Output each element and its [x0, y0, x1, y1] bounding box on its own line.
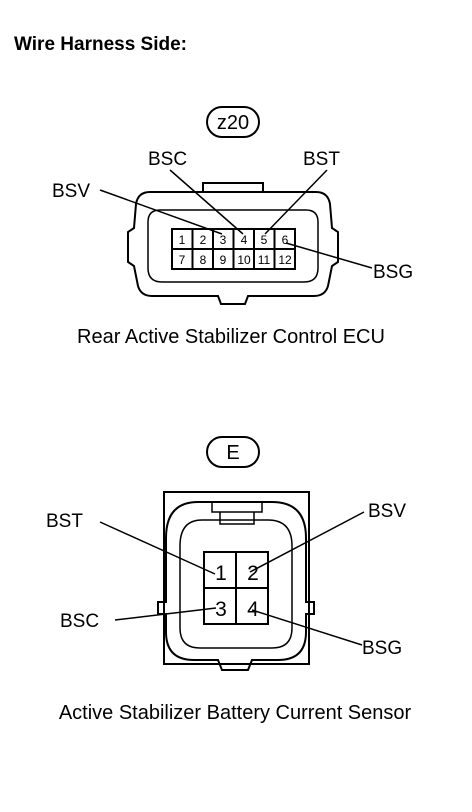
connector-code-bubble	[206, 436, 260, 468]
pin-grid-columns	[191, 229, 276, 269]
leader-line-bst	[264, 169, 328, 235]
connector-housing-outer	[127, 191, 339, 305]
connector-code-bubble	[206, 106, 260, 138]
leader-line-bsc	[114, 607, 217, 621]
connector-housing-inner	[179, 519, 293, 649]
pin-number: 11	[258, 253, 271, 267]
connector-housing-body	[157, 501, 315, 671]
pin-number: 8	[200, 253, 207, 267]
connector-housing-inner	[147, 209, 319, 283]
connector-latch	[202, 182, 264, 192]
signal-label-bsc: BSC	[60, 611, 99, 632]
signal-label-bsg: BSG	[362, 638, 402, 659]
pin-number: 3	[220, 233, 227, 247]
pin-number: 2	[247, 562, 259, 585]
pin-number: 12	[278, 253, 292, 267]
connector-code: E	[226, 442, 239, 464]
pin-number: 10	[237, 253, 251, 267]
leader-line-bst	[99, 521, 216, 575]
pin-number: 3	[215, 598, 227, 621]
connector-latch	[211, 502, 263, 525]
leader-line-bsv	[99, 189, 223, 235]
pin-number: 2	[200, 233, 207, 247]
pin-number: 1	[179, 233, 186, 247]
pin-number: 9	[220, 253, 227, 267]
signal-label-bsc: BSC	[148, 149, 187, 170]
leader-line-bsg	[285, 242, 373, 269]
connector-e: E 1 2 3 4 BST BSV BSC BSG Active Stabili…	[46, 436, 412, 724]
connector-caption: Active Stabilizer Battery Current Sensor	[59, 702, 412, 724]
pin-number: 5	[261, 233, 268, 247]
pin-number: 6	[282, 233, 289, 247]
signal-label-bsv: BSV	[368, 501, 406, 522]
diagram-title: Wire Harness Side:	[14, 34, 187, 55]
signal-label-bst: BST	[46, 511, 83, 532]
leader-line-bsv	[249, 511, 365, 573]
connector-caption: Rear Active Stabilizer Control ECU	[77, 326, 385, 348]
leader-line-bsc	[169, 169, 244, 235]
signal-label-bst: BST	[303, 149, 340, 170]
pin-number: 4	[241, 233, 248, 247]
leader-line-bsg	[251, 609, 363, 646]
pin-number: 4	[247, 598, 259, 621]
signal-label-bsg: BSG	[373, 262, 413, 283]
connector-z20: z20 1 2 3 4 5 6 7 8 9 10 11 12	[52, 106, 413, 348]
pin-number: 7	[179, 253, 186, 267]
signal-label-bsv: BSV	[52, 181, 90, 202]
connector-housing-outer	[163, 491, 310, 665]
pin-number: 1	[215, 562, 227, 585]
connector-code: z20	[217, 112, 249, 134]
